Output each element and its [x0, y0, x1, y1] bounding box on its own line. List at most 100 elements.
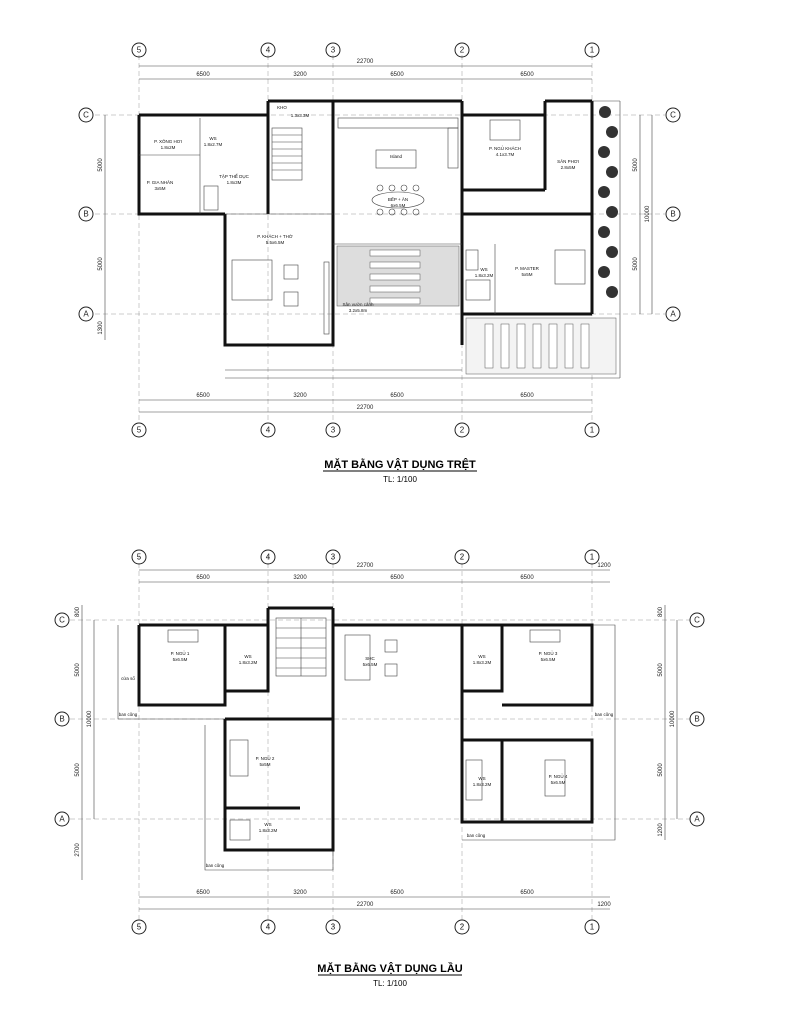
room-label: SHC: [365, 656, 375, 661]
room-label: ban công: [119, 712, 138, 717]
axis-bubble-4: 4: [266, 426, 271, 435]
row-dimension: 5000: [658, 663, 664, 677]
row-dimension: 2700: [75, 843, 81, 857]
axis-bubble-b: B: [83, 210, 88, 219]
room-label: WS: [480, 267, 487, 272]
axis-bubble-5: 5: [137, 553, 142, 562]
room-size: 3x5M: [154, 186, 165, 191]
upper-side-dimensions: 800 5000 10000 5000 2700 800 5000 10000 …: [75, 605, 678, 880]
room-label: ban công: [595, 712, 614, 717]
axis-bubble-a: A: [670, 310, 676, 319]
sofa-set: [231, 259, 273, 301]
axis-bubble-4: 4: [266, 923, 271, 932]
room-size: 5x5M: [259, 762, 270, 767]
span-dimension: 6500: [520, 393, 534, 399]
axis-bubble-b: B: [670, 210, 675, 219]
span-dimension: 6500: [390, 393, 404, 399]
upper-furniture: [167, 629, 566, 841]
row-dimension: 5000: [633, 158, 639, 172]
axis-bubble-3: 3: [331, 46, 336, 55]
room-size: 2.8x5M: [561, 165, 576, 170]
room-size: 1.8x3.2M: [259, 828, 278, 833]
room-size: 5x6.5M: [551, 780, 566, 785]
room-size: 6x6.5M: [391, 203, 406, 208]
bed-3: [529, 629, 561, 643]
upper-floor-scale: TL: 1/100: [373, 979, 407, 988]
span-dimension: 6500: [196, 72, 210, 78]
axis-bubble-1: 1: [590, 46, 595, 55]
room-size: 1.8x2.7M: [204, 142, 223, 147]
room-label: WS: [209, 136, 216, 141]
ground-kitchen-furniture: [337, 117, 459, 216]
row-dimension: 5000: [633, 257, 639, 271]
room-label: P. MASTER: [515, 266, 539, 271]
row-dimension: 1300: [98, 321, 104, 335]
axis-bubble-2: 2: [460, 426, 465, 435]
room-label: ban công: [467, 833, 486, 838]
row-dimension: 1200: [658, 823, 664, 837]
span-dimension: 3200: [293, 72, 307, 78]
room-label: P. XÔNG HƠI: [154, 138, 182, 144]
axis-bubble-2: 2: [460, 923, 465, 932]
ground-bottom-dimensions: 6500 3200 6500 6500 22700: [139, 393, 592, 413]
row-dimension: 10000: [645, 205, 651, 222]
room-label: P. NGỦ 1: [171, 650, 190, 656]
ground-top-dimensions: 22700 6500 3200 6500 6500: [139, 59, 592, 80]
room-label: WS: [264, 822, 271, 827]
room-size: 1.8x3.2M: [475, 273, 494, 278]
bed-1: [167, 629, 199, 643]
ground-floor-plan: 5 4 3 2 1 5 4 3 2 1 C B A C B A 22700: [78, 42, 681, 484]
row-dimension: 5000: [658, 763, 664, 777]
row-dimension: 5000: [75, 663, 81, 677]
room-label: P. NGỦ KHÁCH: [489, 145, 521, 151]
axis-bubble-4: 4: [266, 46, 271, 55]
axis-bubble-5: 5: [137, 46, 142, 55]
row-dimension: 5000: [98, 257, 104, 271]
room-label: SÂN PHƠI: [557, 158, 579, 164]
room-size: 1.8x3M: [227, 180, 242, 185]
total-dimension: 22700: [357, 902, 374, 908]
room-size: 5x6.5M: [541, 657, 556, 662]
axis-bubble-5: 5: [137, 923, 142, 932]
room-label: P. NGỦ 2: [256, 755, 275, 761]
row-dimension: 5000: [98, 158, 104, 172]
room-label: Sân vườn cảnh: [343, 302, 374, 307]
room-size: 4.1x3.7M: [496, 152, 515, 157]
room-label: P. NGỦ 3: [539, 650, 558, 656]
axis-bubble-1: 1: [590, 553, 595, 562]
ground-room-labels: KHO 1.3x3.3M P. XÔNG HƠI 1.8x2M WS 1.8x2…: [147, 105, 579, 313]
axis-bubble-5: 5: [137, 426, 142, 435]
axis-bubble-1: 1: [590, 426, 595, 435]
upper-staircase: [275, 617, 327, 677]
room-size: 5x6.5M: [173, 657, 188, 662]
ground-floor-scale: TL: 1/100: [383, 475, 417, 484]
room-label: WS: [478, 776, 485, 781]
master-bed: [554, 249, 586, 285]
room-size: 5x6.5M: [363, 662, 378, 667]
ground-bottom-axis-bubbles: 5 4 3 2 1: [131, 422, 600, 438]
axis-bubble-b: B: [59, 715, 64, 724]
row-dimension: 800: [658, 606, 664, 617]
ground-floor-title: MẶT BẰNG VẬT DỤNG TRỆT: [324, 458, 476, 471]
axis-bubble-a: A: [83, 310, 89, 319]
room-size: 1.8x3.2M: [239, 660, 258, 665]
axis-bubble-a: A: [59, 815, 65, 824]
upper-column-grid: [70, 555, 690, 928]
room-size: 5x5M: [521, 272, 532, 277]
ground-trees: [598, 106, 618, 298]
axis-bubble-a: A: [694, 815, 700, 824]
upper-bottom-axis-bubbles: 5 4 3 2 1: [131, 919, 600, 935]
dining-table: [371, 191, 425, 209]
room-label: ban công: [206, 863, 225, 868]
room-label: Island: [390, 154, 403, 159]
axis-bubble-2: 2: [460, 46, 465, 55]
room-size: 1.8x2M: [161, 145, 176, 150]
span-dimension: 3200: [293, 393, 307, 399]
axis-bubble-c: C: [59, 616, 65, 625]
total-dimension: 22700: [357, 563, 374, 569]
ground-side-dimensions: 5000 5000 1300 5000 10000 5000: [98, 115, 653, 340]
upper-top-axis-bubbles: 5 4 3 2 1: [131, 549, 600, 565]
axis-bubble-b: B: [694, 715, 699, 724]
row-dimension: 5000: [75, 763, 81, 777]
